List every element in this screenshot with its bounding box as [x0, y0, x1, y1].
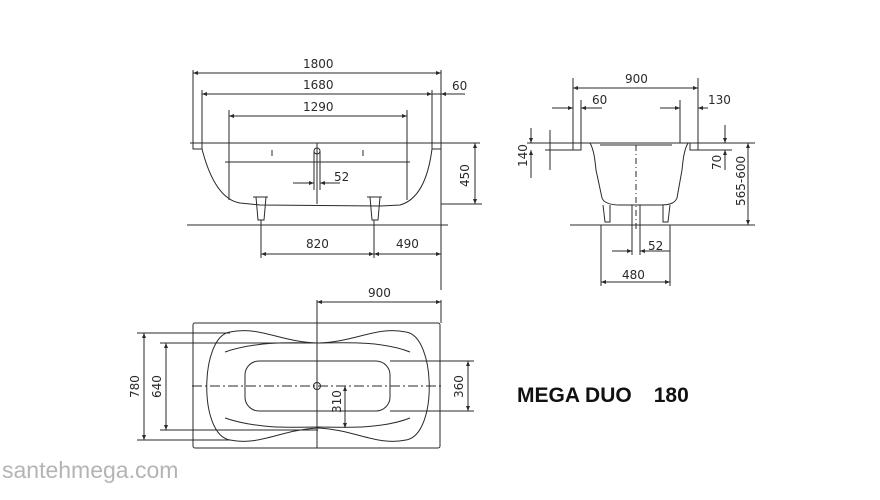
product-series: MEGA DUO: [517, 384, 632, 407]
dim-top-half-length: 900: [368, 286, 391, 300]
dim-bottom-length: 1290: [303, 100, 334, 114]
dim-end-leg-span: 480: [622, 268, 645, 282]
dim-inner-length: 1680: [303, 78, 334, 92]
side-view: [187, 70, 482, 290]
end-view: [527, 78, 755, 286]
dim-end-rim-drop: 70: [710, 155, 724, 170]
watermark: santehmega.com: [2, 457, 179, 483]
dim-end-rim-left: 60: [592, 93, 607, 107]
dim-leg-spacing: 820: [306, 237, 329, 251]
dim-top-inner-width: 640: [150, 375, 164, 398]
product-title: MEGA DUO 180: [517, 384, 689, 408]
dim-height: 450: [458, 164, 472, 187]
dim-leg-offset: 490: [396, 237, 419, 251]
dim-overall-length: 1800: [303, 57, 334, 71]
dim-end-rim-height: 140: [516, 144, 530, 167]
dim-top-drain-offset: 310: [330, 390, 344, 413]
dim-end-drain: 52: [648, 239, 663, 253]
dim-end-width: 900: [625, 72, 648, 86]
top-view: [137, 300, 474, 449]
product-model: 180: [653, 384, 689, 407]
dim-top-outer-width: 780: [128, 375, 142, 398]
dim-end-total-height: 565-600: [734, 156, 748, 206]
dim-drain-side: 52: [334, 170, 349, 184]
dim-rim-width: 60: [452, 79, 467, 93]
dim-end-rim-right: 130: [708, 93, 731, 107]
dim-top-bottom-width: 360: [452, 375, 466, 398]
